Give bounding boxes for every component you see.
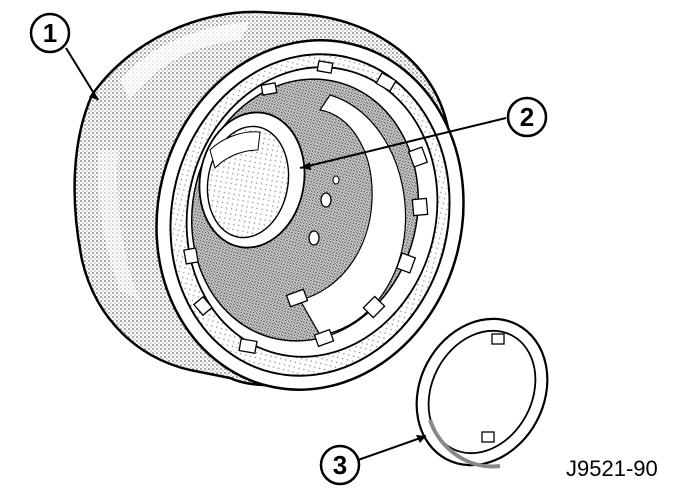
callout-2: 2 bbox=[506, 96, 548, 138]
callout-3: 3 bbox=[319, 444, 361, 486]
leader-line-2 bbox=[299, 117, 507, 169]
leader-lines bbox=[65, 47, 507, 461]
callout-2-label: 2 bbox=[520, 102, 534, 132]
leader-line-3 bbox=[357, 435, 427, 461]
clutch-retainer-drum bbox=[73, 10, 465, 391]
thrust-washer bbox=[415, 317, 549, 469]
callout-3-label: 3 bbox=[333, 450, 347, 480]
callout-1: 1 bbox=[29, 12, 71, 54]
callout-1-label: 1 bbox=[43, 18, 57, 48]
leader-line-1 bbox=[65, 47, 99, 101]
figure-id-label: J9521-90 bbox=[566, 456, 658, 481]
